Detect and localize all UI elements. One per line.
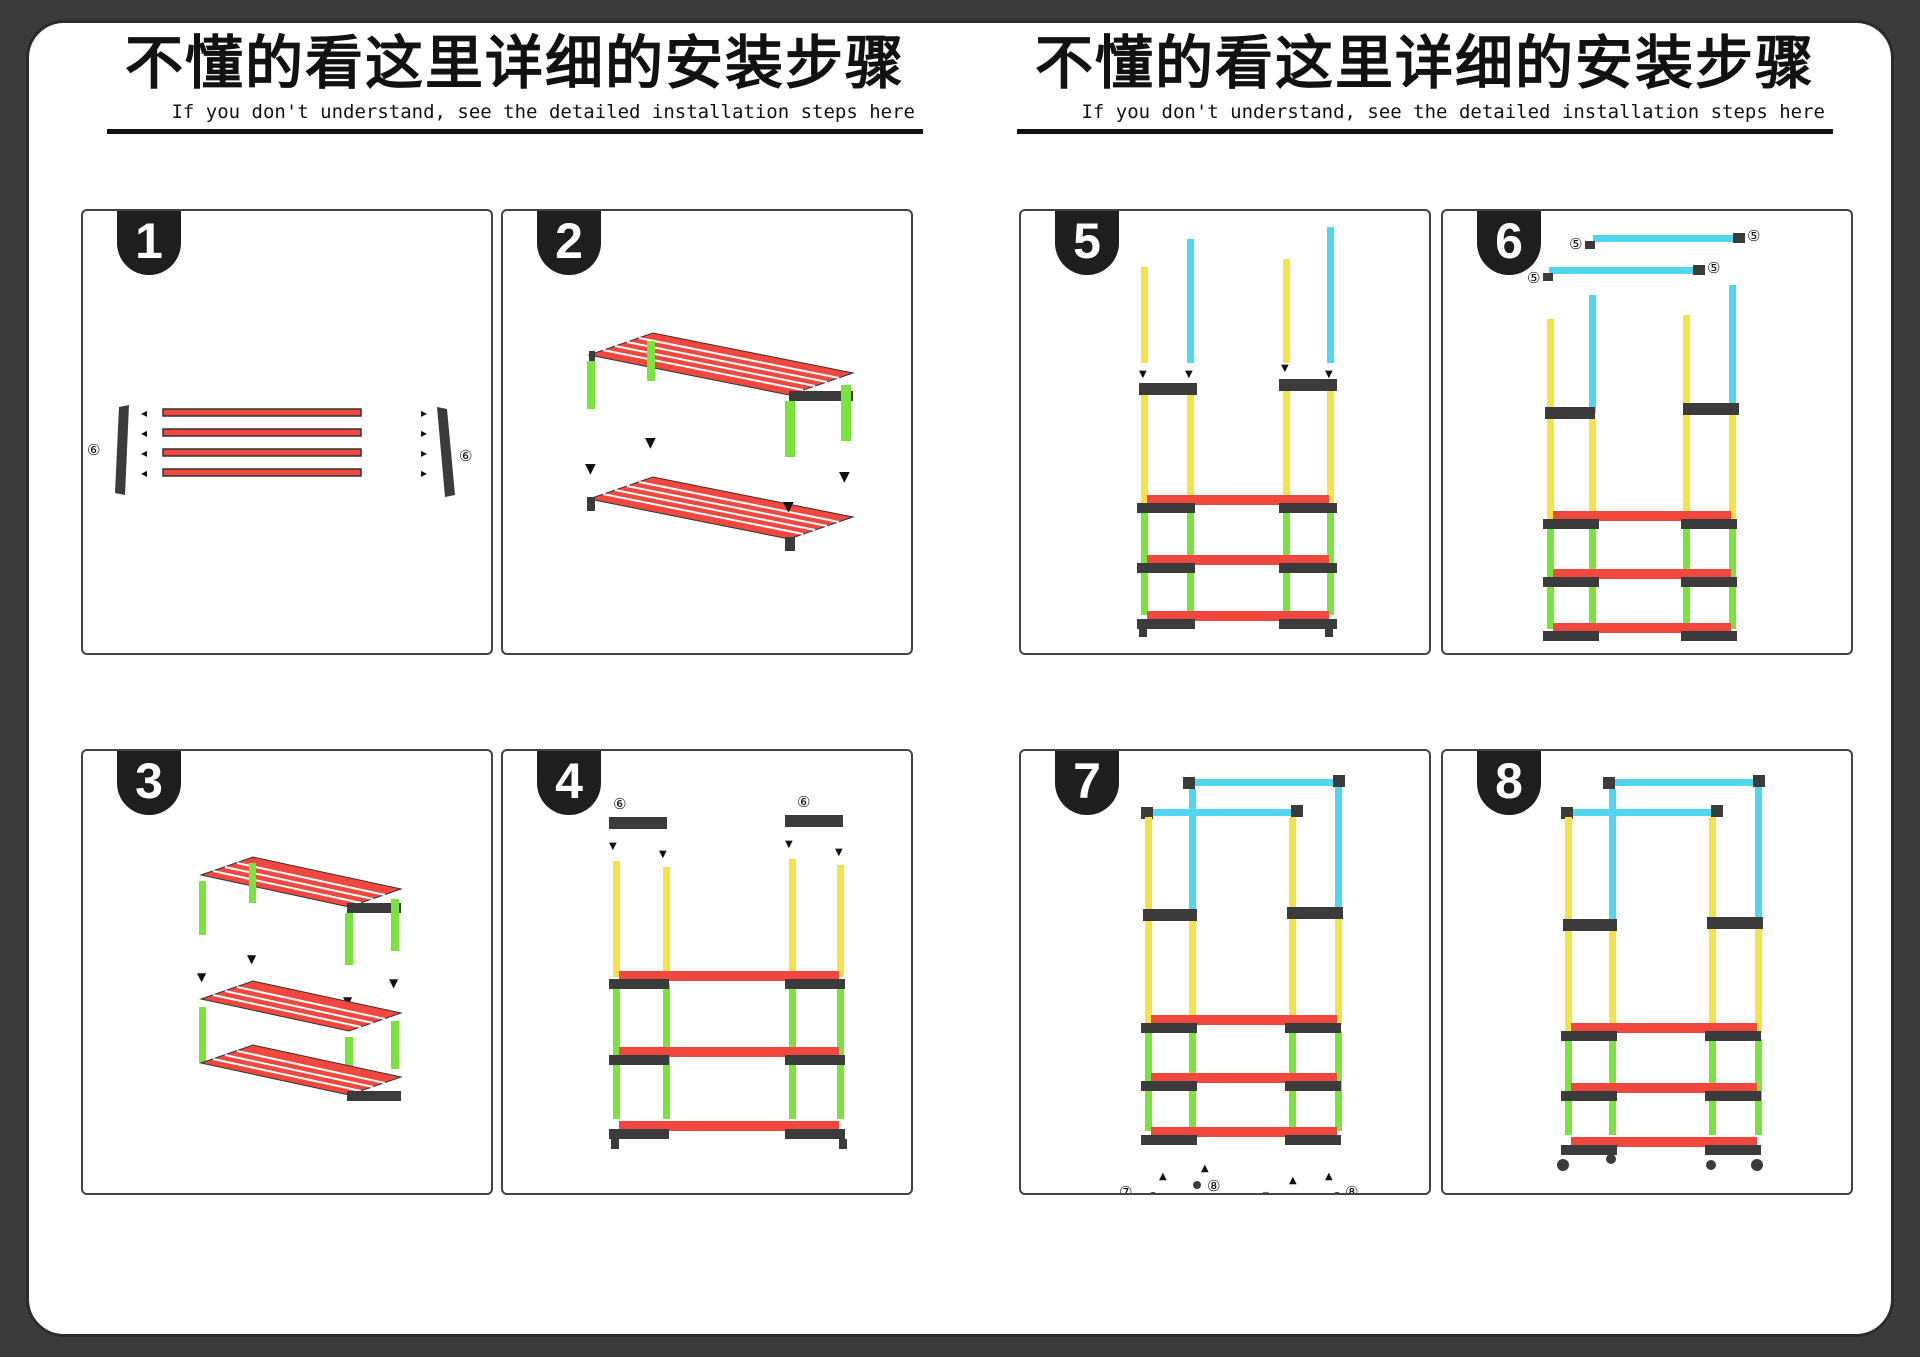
step-2-panel: 2 ▼ ▼ ▼ ▼ [501, 209, 913, 655]
step-2-illustration: ▼ ▼ ▼ ▼ [585, 332, 855, 551]
svg-text:▲: ▲ [1289, 1175, 1297, 1186]
svg-text:◂: ◂ [141, 466, 147, 480]
svg-text:▸: ▸ [421, 466, 427, 480]
svg-text:▼: ▼ [389, 976, 399, 990]
svg-text:◂: ◂ [141, 426, 147, 440]
svg-text:▼: ▼ [835, 847, 843, 858]
svg-text:▼: ▼ [197, 970, 207, 984]
svg-text:▲: ▲ [1201, 1163, 1209, 1174]
header-title-zh: 不懂的看这里详细的安装步骤 [124, 29, 905, 97]
part-6-label: ⑥ [87, 441, 100, 459]
header-rule [107, 129, 923, 134]
svg-text:▼: ▼ [785, 839, 793, 850]
step-5-panel: 5 ▼ ▼ ▼ ▼ [1019, 209, 1431, 655]
svg-text:▼: ▼ [659, 849, 667, 860]
part-5-label: ⑤ [1527, 269, 1540, 287]
svg-text:▲: ▲ [1159, 1171, 1167, 1182]
part-7-label: ⑦ [1119, 1183, 1132, 1195]
part-6-label: ⑥ [797, 793, 810, 811]
header-title-zh: 不懂的看这里详细的安装步骤 [1034, 29, 1815, 97]
svg-text:▼: ▼ [1139, 369, 1147, 380]
step-8-panel: 8 [1441, 749, 1853, 1195]
step-4-badge: 4 [537, 751, 601, 815]
step-1-panel: 1 ◂ ◂ ◂ ◂ ▸ ▸ ▸ ▸ ⑥ ⑥ [81, 209, 493, 655]
step-3-panel: 3 ▼ ▼ ▼ ▼ [81, 749, 493, 1195]
step-8-illustration [1557, 775, 1765, 1171]
svg-text:▼: ▼ [585, 461, 596, 477]
step-3-badge: 3 [117, 751, 181, 815]
svg-text:▸: ▸ [421, 406, 427, 420]
step-1-badge: 1 [117, 211, 181, 275]
step-5-badge: 5 [1055, 211, 1119, 275]
step-6-panel: 6 ⑤ ⑤ ⑤ ⑤ [1441, 209, 1853, 655]
svg-text:◂: ◂ [141, 446, 147, 460]
header-right: 不懂的看这里详细的安装步骤 If you don't understand, s… [1017, 27, 1833, 134]
part-6-label: ⑥ [459, 447, 472, 465]
svg-text:▲: ▲ [1325, 1171, 1333, 1182]
step-3-illustration: ▼ ▼ ▼ ▼ [197, 856, 403, 1101]
part-8-label: ⑧ [1207, 1177, 1220, 1195]
svg-text:▸: ▸ [421, 426, 427, 440]
part-5-label: ⑤ [1569, 235, 1582, 253]
part-7-label: ⑦ [1259, 1189, 1272, 1195]
svg-text:▼: ▼ [839, 469, 850, 485]
svg-text:▼: ▼ [645, 435, 656, 451]
svg-text:▼: ▼ [247, 952, 257, 966]
header-subtitle-en: If you don't understand, see the detaile… [1081, 101, 1825, 123]
step-7-panel: 7 ▲ ▲ ▲ ▲ [1019, 749, 1431, 1195]
step-7-illustration: ▲ ▲ ▲ ▲ ⑦ ⑧ ⑦ ⑧ [1119, 775, 1358, 1195]
part-8-label: ⑧ [1345, 1183, 1358, 1195]
svg-text:▼: ▼ [1325, 369, 1333, 380]
step-4-illustration: ⑥ ⑥ ▼ ▼ ▼ ▼ [609, 793, 847, 1149]
header-left: 不懂的看这里详细的安装步骤 If you don't understand, s… [107, 27, 923, 134]
svg-text:▼: ▼ [1185, 369, 1193, 380]
part-6-label: ⑥ [613, 795, 626, 813]
svg-text:◂: ◂ [141, 406, 147, 420]
step-8-badge: 8 [1477, 751, 1541, 815]
header-subtitle-en: If you don't understand, see the detaile… [171, 101, 915, 123]
step-6-badge: 6 [1477, 211, 1541, 275]
part-5-label: ⑤ [1707, 259, 1720, 277]
svg-text:▼: ▼ [609, 841, 617, 852]
svg-text:▼: ▼ [1281, 363, 1289, 374]
part-5-label: ⑤ [1747, 227, 1760, 245]
step-1-illustration: ◂ ◂ ◂ ◂ ▸ ▸ ▸ ▸ ⑥ ⑥ [87, 405, 472, 497]
step-5-illustration: ▼ ▼ ▼ ▼ [1137, 227, 1337, 637]
svg-text:▼: ▼ [343, 994, 353, 1008]
step-6-illustration: ⑤ ⑤ ⑤ ⑤ [1527, 227, 1760, 641]
step-7-badge: 7 [1055, 751, 1119, 815]
step-4-panel: 4 ⑥ ⑥ ▼ ▼ ▼ ▼ [501, 749, 913, 1195]
header-rule [1017, 129, 1833, 134]
step-2-badge: 2 [537, 211, 601, 275]
svg-text:▼: ▼ [783, 499, 794, 515]
svg-text:▸: ▸ [421, 446, 427, 460]
instruction-sheet: 不懂的看这里详细的安装步骤 If you don't understand, s… [26, 20, 1894, 1337]
